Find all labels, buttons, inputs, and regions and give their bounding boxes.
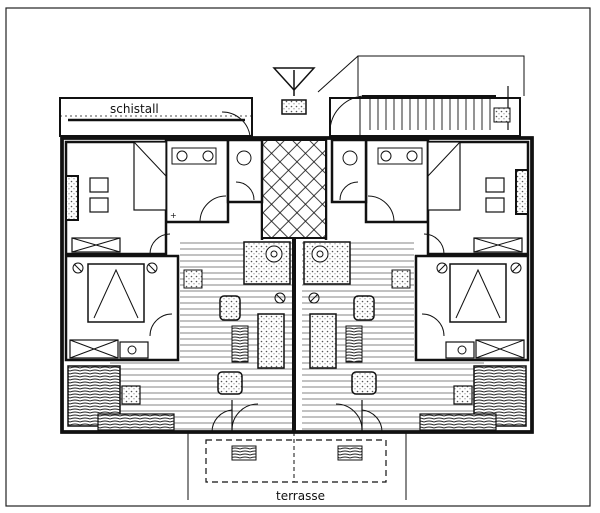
- terrace-label: terrasse: [276, 489, 325, 503]
- entrance-hall: [261, 139, 327, 239]
- terrace: terrasse: [187, 432, 407, 503]
- staircase: [317, 55, 525, 137]
- svg-text:+: +: [170, 211, 177, 220]
- right-unit: [302, 138, 530, 433]
- page-frame: [5, 7, 591, 507]
- ski-room-label: schistall: [110, 102, 159, 116]
- ski-room: schistall: [59, 97, 253, 137]
- left-unit: +: [64, 138, 292, 433]
- entrance-arrow-icon: [272, 67, 316, 115]
